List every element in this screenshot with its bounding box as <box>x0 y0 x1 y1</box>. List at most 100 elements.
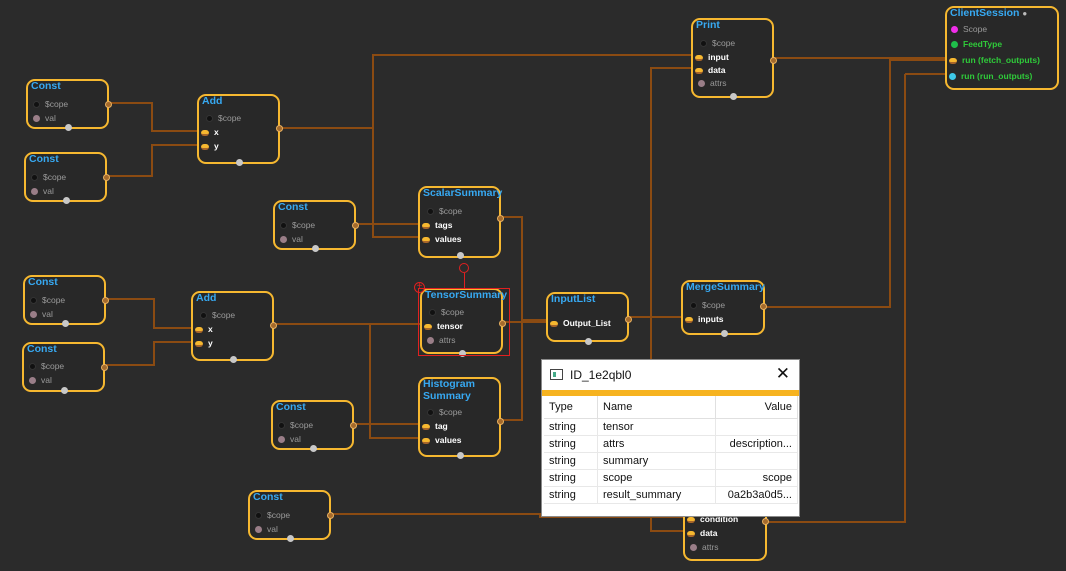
output-port-icon[interactable] <box>101 364 108 371</box>
column-header[interactable]: Value <box>715 396 798 419</box>
bottom-port-icon[interactable] <box>459 350 466 357</box>
y-port[interactable]: y <box>195 338 213 348</box>
attrs-port[interactable]: attrs <box>698 78 727 88</box>
bottom-port-icon[interactable] <box>65 124 72 131</box>
scope-port[interactable]: $cope <box>427 407 462 417</box>
bottom-port-icon[interactable] <box>310 445 317 452</box>
attrs-port[interactable]: attrs <box>690 542 719 552</box>
val-port[interactable]: val <box>255 524 278 534</box>
bottom-port-icon[interactable] <box>62 320 69 327</box>
x-port[interactable]: x <box>201 127 219 137</box>
output-port-icon[interactable] <box>270 322 277 329</box>
bottom-port-icon[interactable] <box>585 338 592 345</box>
output-port-icon[interactable] <box>276 125 283 132</box>
output-port-icon[interactable] <box>105 101 112 108</box>
val-port[interactable]: val <box>33 113 56 123</box>
inputs-port[interactable]: inputs <box>685 314 724 324</box>
run-run-outputs-port[interactable]: run (run_outputs) <box>949 71 1032 81</box>
add-node[interactable]: Add $cope x y <box>191 291 277 363</box>
column-header[interactable]: Name <box>597 396 716 419</box>
scope-port[interactable]: $cope <box>427 206 462 216</box>
condition-port[interactable]: condition <box>687 514 738 524</box>
x-port[interactable]: x <box>195 324 213 334</box>
bottom-port-icon[interactable] <box>457 452 464 459</box>
const-node[interactable]: Const $cope val <box>271 400 357 452</box>
input-list-node[interactable]: InputList Output_List <box>546 292 632 345</box>
scope-port[interactable]: $cope <box>255 510 290 520</box>
data-port[interactable]: data <box>687 528 717 538</box>
values-port[interactable]: values <box>422 234 461 244</box>
add-node[interactable]: Add $cope x y <box>197 94 283 166</box>
val-port[interactable]: val <box>31 186 54 196</box>
tags-port[interactable]: tags <box>422 220 452 230</box>
merge-summary-node[interactable]: MergeSummary $cope inputs <box>681 280 767 337</box>
scope-port[interactable]: $cope <box>31 172 66 182</box>
output-list-port[interactable]: Output_List <box>550 318 611 328</box>
output-port-icon[interactable] <box>103 174 110 181</box>
const-node[interactable]: Const $cope val <box>23 275 109 327</box>
const-node[interactable]: Const $cope val <box>24 152 110 204</box>
bottom-port-icon[interactable] <box>61 387 68 394</box>
const-node[interactable]: Const $cope val <box>248 490 334 542</box>
output-port-icon[interactable] <box>497 418 504 425</box>
output-port-icon[interactable] <box>352 222 359 229</box>
feedtype-port[interactable]: FeedType <box>951 39 1002 49</box>
value-cell[interactable] <box>715 418 798 436</box>
scope-port[interactable]: $cope <box>700 38 735 48</box>
const-node[interactable]: Const $cope val <box>22 342 108 394</box>
values-port[interactable]: values <box>422 435 461 445</box>
tensor-summary-node[interactable]: TensorSummary $cope tensor attrs <box>420 288 507 357</box>
tag-port[interactable]: tag <box>422 421 448 431</box>
input-port[interactable]: input <box>695 52 729 62</box>
bottom-port-icon[interactable] <box>730 93 737 100</box>
bottom-port-icon[interactable] <box>236 159 243 166</box>
bottom-port-icon[interactable] <box>230 356 237 363</box>
output-port-icon[interactable] <box>762 518 769 525</box>
val-port[interactable]: val <box>29 375 52 385</box>
value-cell[interactable] <box>715 452 798 470</box>
scope-port[interactable]: Scope <box>951 24 987 34</box>
add-port-icon[interactable]: + <box>414 282 425 293</box>
scope-port[interactable]: $cope <box>278 420 313 430</box>
print-node[interactable]: Print $cope input data attrs <box>691 18 777 100</box>
val-port[interactable]: val <box>30 309 53 319</box>
output-port-icon[interactable] <box>327 512 334 519</box>
close-icon[interactable]: ✕ <box>775 364 790 383</box>
scope-port[interactable]: $cope <box>280 220 315 230</box>
scope-port[interactable]: $cope <box>200 310 235 320</box>
bottom-port-icon[interactable] <box>312 245 319 252</box>
scope-port[interactable]: $cope <box>33 99 68 109</box>
scope-port[interactable]: $cope <box>29 361 64 371</box>
run-fetch-outputs-port[interactable]: run (fetch_outputs) <box>949 55 1040 65</box>
client-session-node[interactable]: ClientSession ● Scope FeedType run (fetc… <box>945 6 1059 90</box>
scope-port[interactable]: $cope <box>30 295 65 305</box>
bottom-port-icon[interactable] <box>457 252 464 259</box>
value-cell[interactable]: description... <box>715 435 798 453</box>
bottom-port-icon[interactable] <box>721 330 728 337</box>
scope-port[interactable]: $cope <box>429 307 464 317</box>
scope-port[interactable]: $cope <box>206 113 241 123</box>
output-port-icon[interactable] <box>770 57 777 64</box>
val-port[interactable]: val <box>278 434 301 444</box>
output-port-icon[interactable] <box>499 320 506 327</box>
output-port-icon[interactable] <box>497 215 504 222</box>
val-port[interactable]: val <box>280 234 303 244</box>
y-port[interactable]: y <box>201 141 219 151</box>
output-port-icon[interactable] <box>760 303 767 310</box>
attrs-port[interactable]: attrs <box>427 335 456 345</box>
tensor-port[interactable]: tensor <box>424 321 463 331</box>
bottom-port-icon[interactable] <box>63 197 70 204</box>
output-port-icon[interactable] <box>102 297 109 304</box>
scope-port[interactable]: $cope <box>690 300 725 310</box>
value-cell[interactable]: 0a2b3a0d5... <box>715 486 798 504</box>
const-node[interactable]: Const $cope val <box>26 79 112 131</box>
value-cell[interactable]: scope <box>715 469 798 487</box>
output-port-icon[interactable] <box>625 316 632 323</box>
bottom-port-icon[interactable] <box>287 535 294 542</box>
